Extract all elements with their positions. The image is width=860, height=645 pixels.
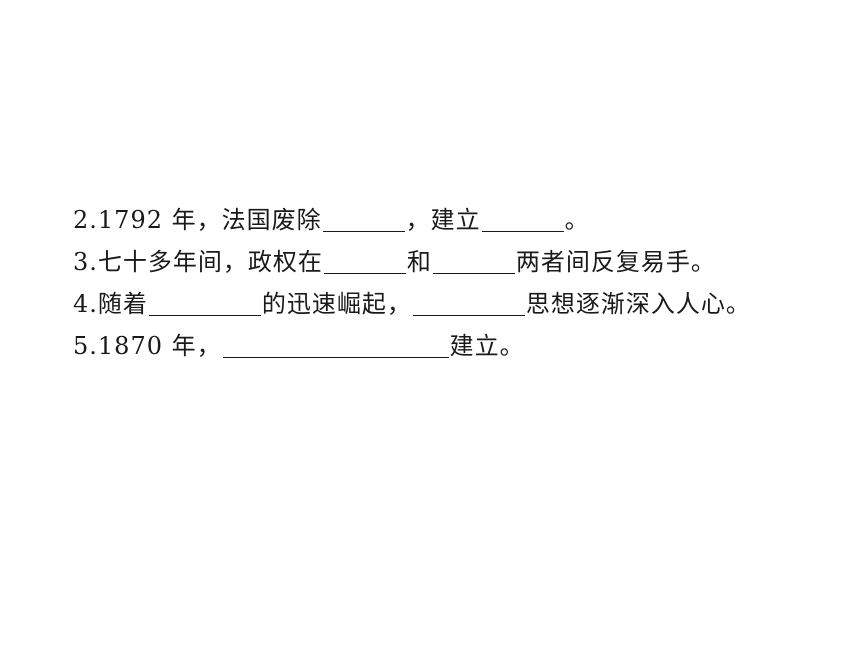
question-2: 2.1792 年，法国废除 ，建立 。: [73, 193, 751, 235]
question-text: 两者间反复易手。: [515, 248, 716, 276]
question-text: 和: [406, 248, 432, 276]
question-5: 5.1870 年， 建立。: [73, 319, 751, 361]
answer-blank[interactable]: [148, 289, 261, 316]
answer-blank[interactable]: [481, 205, 564, 232]
answer-blank[interactable]: [432, 247, 515, 274]
question-list: 2.1792 年，法国废除 ，建立 。 3.七十多年间，政权在 和 两者间反复易…: [73, 193, 751, 361]
question-text: 2.1792 年，法国废除: [73, 206, 322, 234]
question-text: 的迅速崛起，: [261, 290, 412, 318]
question-text: 建立。: [449, 332, 525, 360]
answer-blank[interactable]: [222, 331, 449, 358]
question-text: 思想逐渐深入人心。: [525, 290, 751, 318]
question-text: ，建立: [405, 206, 481, 234]
question-text: 5.1870 年，: [73, 332, 222, 360]
question-3: 3.七十多年间，政权在 和 两者间反复易手。: [73, 235, 751, 277]
answer-blank[interactable]: [322, 205, 405, 232]
question-text: 4.随着: [73, 290, 148, 318]
question-text: 3.七十多年间，政权在: [73, 248, 323, 276]
question-text: 。: [564, 206, 590, 234]
question-4: 4.随着 的迅速崛起， 思想逐渐深入人心。: [73, 277, 751, 319]
answer-blank[interactable]: [323, 247, 406, 274]
answer-blank[interactable]: [412, 289, 525, 316]
